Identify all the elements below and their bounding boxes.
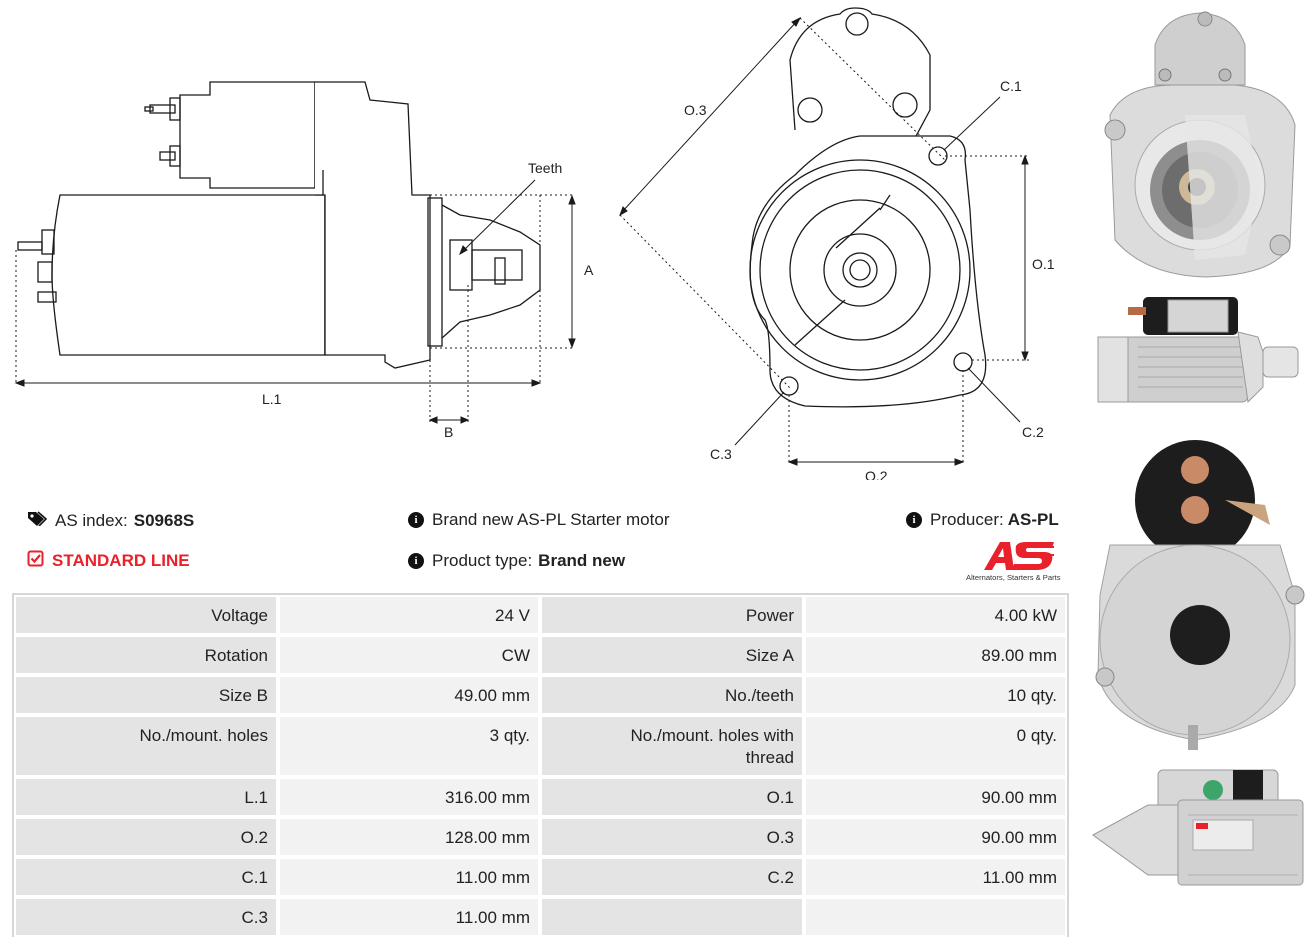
info-icon: i	[408, 512, 424, 528]
dim-o2-label: O.2	[865, 468, 888, 480]
dim-c2-label: C.2	[1022, 424, 1044, 440]
spec-value: 11.00 mm	[804, 857, 1067, 897]
spec-key: No./mount. holes with thread	[540, 715, 804, 777]
spec-key: L.1	[14, 777, 278, 817]
dim-c1-label: C.1	[1000, 78, 1022, 94]
producer-value: AS-PL	[1007, 510, 1059, 529]
spec-value: 0 qty.	[804, 715, 1067, 777]
spec-key: No./mount. holes	[14, 715, 278, 777]
product-photo-front	[1104, 11, 1296, 278]
spec-value: CW	[278, 635, 540, 675]
spec-value: 90.00 mm	[804, 817, 1067, 857]
spec-value	[804, 897, 1067, 937]
dim-a-label: A	[584, 262, 594, 278]
spec-value: 90.00 mm	[804, 777, 1067, 817]
dim-b-label: B	[444, 424, 453, 440]
as-index-label: AS index:	[55, 510, 128, 530]
spec-value: 11.00 mm	[278, 857, 540, 897]
product-type: i Product type: Brand new	[408, 551, 625, 571]
as-index: AS index: S0968S	[27, 510, 194, 531]
spec-value: 10 qty.	[804, 675, 1067, 715]
spec-key: O.3	[540, 817, 804, 857]
product-photo-side	[1097, 297, 1299, 404]
as-pl-logo-mark: Alternators, Starters & Parts	[966, 542, 1061, 582]
spec-key: Rotation	[14, 635, 278, 675]
dim-c3-label: C.3	[710, 446, 732, 462]
producer-label: Producer:	[930, 510, 1004, 529]
spec-key: No./teeth	[540, 675, 804, 715]
check-square-icon	[27, 550, 44, 572]
spec-key: C.1	[14, 857, 278, 897]
info-icon: i	[408, 553, 424, 569]
dim-l1-label: L.1	[262, 391, 282, 407]
side-view-drawing: Teeth A B L.1	[14, 81, 594, 440]
spec-key: Voltage	[14, 595, 278, 635]
spec-value: 49.00 mm	[278, 675, 540, 715]
product-photo-side-label	[1092, 769, 1304, 886]
description-text: Brand new AS-PL Starter motor	[432, 510, 670, 529]
teeth-label: Teeth	[528, 160, 562, 176]
spec-value: 89.00 mm	[804, 635, 1067, 675]
spec-key: O.2	[14, 817, 278, 857]
dim-o1-label: O.1	[1032, 256, 1055, 272]
dim-o3-label: O.3	[684, 102, 707, 118]
spec-key: Size B	[14, 675, 278, 715]
spec-key: C.3	[14, 897, 278, 937]
spec-key: Power	[540, 595, 804, 635]
as-index-value: S0968S	[133, 510, 195, 530]
spec-value: 128.00 mm	[278, 817, 540, 857]
spec-key: O.1	[540, 777, 804, 817]
spec-key: C.2	[540, 857, 804, 897]
spec-value: 4.00 kW	[804, 595, 1067, 635]
front-view-drawing: O.3 C.1 O.1 C.2 C.3 O.2	[619, 7, 1055, 480]
product-type-label: Product type:	[432, 551, 533, 570]
product-photo-rear	[1095, 440, 1305, 750]
spec-value: 11.00 mm	[278, 897, 540, 937]
standard-line-label: STANDARD LINE	[52, 551, 190, 570]
tags-icon	[27, 510, 48, 531]
spec-value: 316.00 mm	[278, 777, 540, 817]
logo-tagline: Alternators, Starters & Parts	[966, 573, 1061, 582]
spec-value: 3 qty.	[278, 715, 540, 777]
spec-key	[540, 897, 804, 937]
product-type-value: Brand new	[538, 551, 626, 570]
spec-key: Size A	[540, 635, 804, 675]
spec-value: 24 V	[278, 595, 540, 635]
info-icon: i	[906, 512, 922, 528]
description: i Brand new AS-PL Starter motor	[408, 510, 669, 530]
as-pl-logo: Alternators, Starters & Parts	[966, 540, 1068, 584]
standard-line-badge: STANDARD LINE	[27, 550, 190, 572]
producer: i Producer: AS-PL	[906, 510, 1059, 530]
